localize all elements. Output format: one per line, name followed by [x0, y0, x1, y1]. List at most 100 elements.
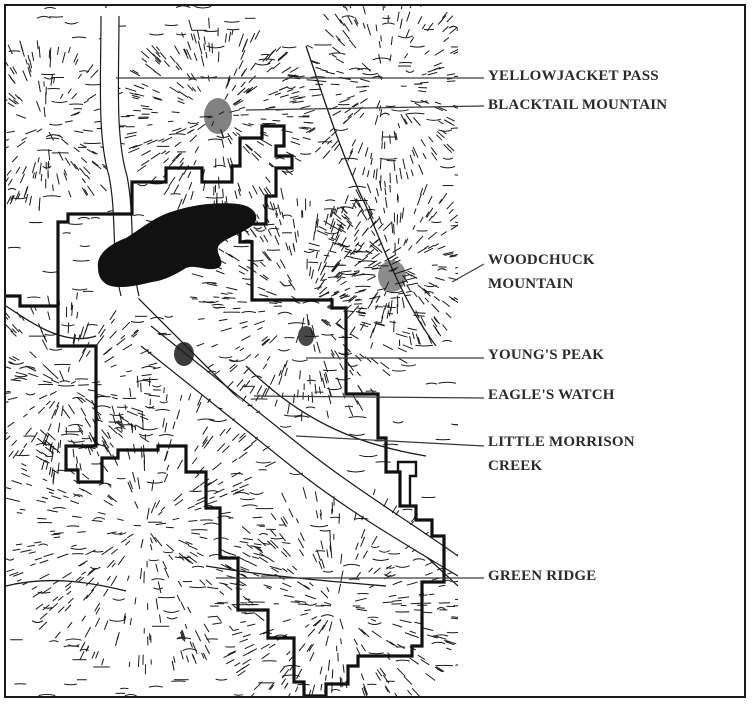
hachure-stroke [439, 192, 448, 204]
hachure-stroke [155, 46, 160, 51]
contour-stroke [203, 300, 219, 304]
contour-stroke [333, 128, 349, 131]
hachure-stroke [48, 149, 51, 161]
hachure-stroke [31, 51, 35, 61]
contour-stroke [60, 433, 79, 436]
hachure-stroke [438, 198, 443, 204]
hachure-stroke [384, 248, 391, 253]
hachure-stroke [166, 543, 175, 552]
hachure-stroke [43, 107, 46, 118]
contour-stroke [323, 570, 334, 573]
hachure-stroke [474, 102, 485, 104]
contour-stroke [36, 15, 51, 19]
hachure-stroke [59, 439, 62, 449]
hachure-stroke [449, 255, 457, 258]
hachure-stroke [45, 400, 51, 406]
hachure-stroke [90, 69, 99, 79]
hachure-stroke [194, 630, 202, 642]
hachure-stroke [254, 320, 266, 326]
hachure-stroke [77, 423, 84, 433]
hachure-stroke [140, 415, 149, 421]
contour-stroke [294, 415, 310, 418]
contour-stroke [11, 197, 27, 200]
contour-stroke [37, 149, 52, 151]
hachure-stroke [81, 187, 88, 196]
hachure-stroke [241, 663, 250, 670]
hachure-stroke [96, 451, 100, 457]
contour-stroke [285, 86, 296, 89]
hachure-stroke [85, 350, 91, 357]
hachure-stroke [239, 541, 249, 544]
hachure-stroke [435, 134, 443, 141]
hachure-stroke [134, 93, 145, 97]
hachure-stroke [397, 347, 407, 353]
hachure-stroke [355, 597, 367, 602]
hachure-stroke [220, 327, 232, 332]
hachure-stroke [238, 59, 244, 70]
hachure-stroke [129, 92, 138, 96]
hachure-stroke [328, 250, 337, 254]
hachure-stroke [448, 296, 456, 301]
contour-stroke [424, 284, 437, 288]
hachure-stroke [6, 435, 11, 441]
hachure-stroke [62, 408, 71, 419]
hachure-stroke [277, 204, 282, 215]
hachure-stroke [446, 73, 455, 76]
hachure-stroke [169, 55, 176, 63]
hachure-stroke [18, 328, 23, 334]
hachure-stroke [389, 184, 391, 193]
hachure-stroke [245, 86, 254, 93]
hachure-stroke [379, 667, 387, 677]
contour-stroke [51, 100, 68, 103]
hachure-stroke [159, 52, 167, 60]
hachure-stroke [106, 575, 111, 581]
hachure-stroke [295, 518, 299, 524]
hachure-stroke [76, 311, 79, 319]
hachure-stroke [6, 99, 8, 102]
hachure-stroke [329, 530, 331, 539]
hachure-stroke [369, 244, 379, 252]
hachure-stroke [226, 78, 231, 87]
hachure-stroke [315, 251, 318, 259]
hachure-stroke [285, 242, 289, 251]
hachure-stroke [243, 87, 250, 94]
contour-stroke [229, 359, 246, 362]
hachure-stroke [241, 573, 247, 577]
hachure-stroke [383, 207, 386, 214]
hachure-stroke [229, 157, 234, 166]
hachure-stroke [371, 252, 380, 260]
hachure-stroke [410, 169, 414, 177]
contour-stroke [206, 45, 225, 49]
hachure-stroke [261, 336, 269, 342]
hachure-stroke [356, 647, 361, 656]
label-blacktail-mountain: BLACKTAIL MOUNTAIN [488, 97, 668, 113]
hachure-stroke [383, 498, 389, 507]
contour-stroke [392, 420, 404, 424]
hachure-stroke [360, 644, 366, 652]
hachure-stroke [187, 606, 192, 614]
contour-stroke [327, 276, 346, 279]
hachure-stroke [336, 277, 342, 282]
hachure-stroke [54, 405, 59, 416]
hachure-stroke [231, 631, 243, 636]
hachure-stroke [259, 293, 269, 298]
contour-stroke [306, 379, 316, 382]
hachure-stroke [432, 635, 439, 638]
contour-stroke [320, 614, 334, 618]
hachure-stroke [216, 442, 226, 452]
hachure-stroke [343, 213, 350, 220]
peak-marks [174, 98, 406, 366]
hachure-stroke [261, 387, 268, 399]
label-woodchuck-mountain-line2: MOUNTAIN [488, 276, 574, 292]
contour-stroke [367, 616, 379, 619]
hachure-stroke [111, 562, 116, 568]
hachure-stroke [241, 526, 251, 534]
contour-stroke [331, 688, 341, 692]
hachure-stroke [366, 183, 372, 194]
hachure-stroke [86, 148, 96, 155]
hachure-stroke [246, 543, 253, 550]
hachure-stroke [196, 552, 204, 557]
hachure-stroke [227, 158, 231, 169]
hachure-stroke [13, 99, 19, 105]
hachure-stroke [405, 238, 409, 244]
